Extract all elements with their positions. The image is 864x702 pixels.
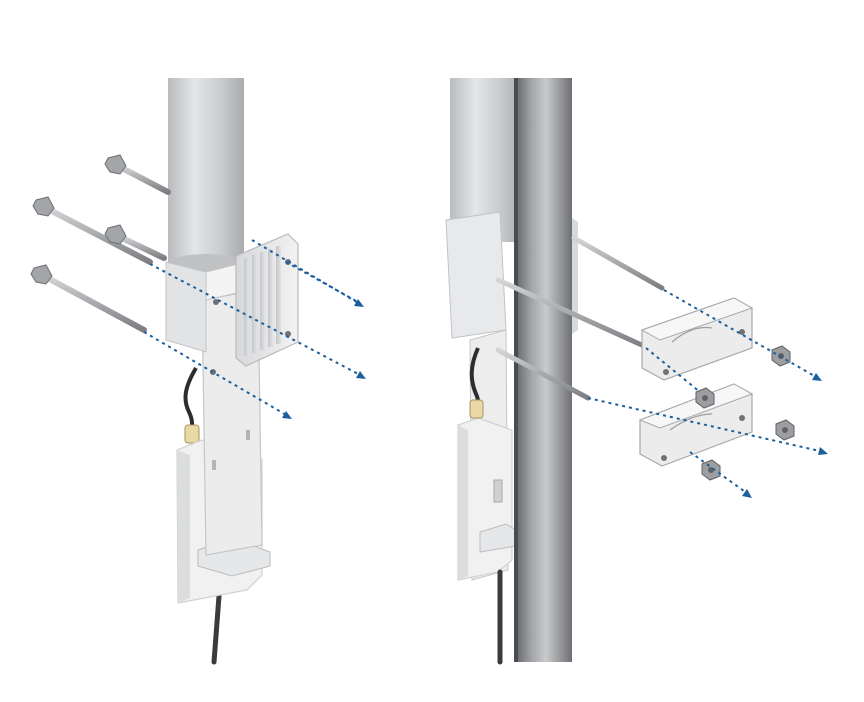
arrow-head	[356, 371, 366, 379]
arrow-heads	[282, 299, 366, 419]
mounting-bolt	[495, 277, 647, 349]
direction-arrow	[149, 263, 363, 377]
arrow-head	[354, 299, 364, 307]
ethernet-cable	[211, 593, 222, 665]
assembly-arrows	[587, 289, 825, 495]
flange-nut	[695, 387, 715, 409]
mounting-bolt	[571, 235, 665, 291]
direction-arrow	[663, 289, 819, 379]
arrow-head	[818, 447, 828, 455]
flange-nut	[775, 419, 795, 441]
antenna-mast	[168, 78, 244, 274]
mounting-bolt	[32, 196, 153, 265]
support-pole	[514, 78, 572, 662]
arrow-head	[812, 373, 822, 381]
pole-clamp	[638, 383, 754, 467]
coax-jumper	[183, 366, 200, 444]
flange-nut	[701, 459, 721, 481]
right-panel	[445, 78, 828, 665]
direction-arrow	[645, 347, 701, 393]
pole-clamp	[640, 297, 754, 381]
radio-unit	[457, 417, 517, 581]
mounting-bolt	[495, 347, 591, 401]
assembly-arrows	[143, 239, 363, 417]
mounting-bolt	[30, 264, 147, 333]
arrow-head	[742, 489, 752, 498]
direction-arrow	[587, 397, 825, 453]
clamp-fins	[244, 246, 281, 356]
mounting-bolt	[104, 154, 171, 195]
mounting-bolt	[104, 224, 167, 261]
coax-jumper	[469, 347, 484, 419]
left-panel	[30, 78, 366, 665]
arrow-heads	[742, 373, 828, 498]
arrow-head	[282, 411, 292, 419]
direction-arrow	[689, 451, 749, 495]
